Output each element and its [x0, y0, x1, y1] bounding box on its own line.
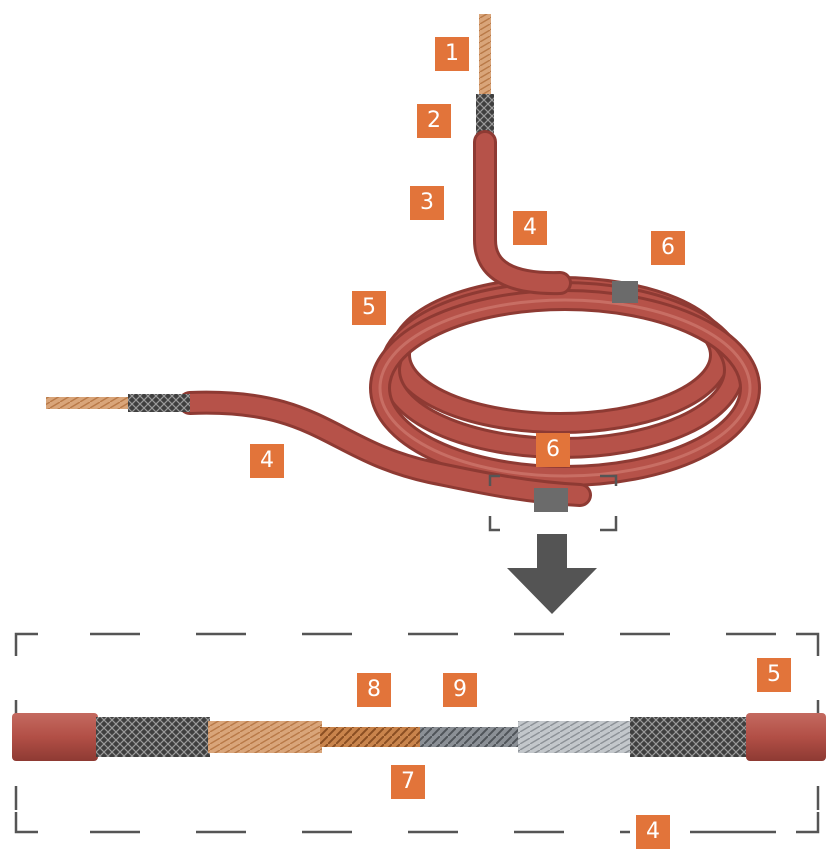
label-badge-2: 2	[417, 104, 451, 138]
label-badge-1: 1	[435, 37, 469, 71]
label-badge-5-detail: 5	[757, 658, 791, 692]
detail-steel-twist	[420, 727, 520, 747]
detail-copper-twist	[320, 727, 420, 747]
label-badge-4-detail: 4	[636, 815, 670, 849]
detail-cable	[12, 713, 826, 761]
detail-braid-right	[630, 717, 748, 757]
label-badge-8: 8	[357, 673, 391, 707]
label-badge-9: 9	[443, 673, 477, 707]
label-badge-6-top: 6	[651, 231, 685, 265]
label-badge-6-front: 6	[536, 433, 570, 467]
detail-jacket-left	[12, 713, 98, 761]
label-badge-7: 7	[391, 765, 425, 799]
label-badge-4-tail: 4	[250, 444, 284, 478]
splice-sleeve-top	[612, 281, 638, 303]
detail-jacket-right	[746, 713, 826, 761]
left-lead-copper	[46, 397, 128, 409]
label-badge-5-coil: 5	[352, 291, 386, 325]
down-arrow	[507, 534, 597, 614]
detail-copper-conductor	[208, 721, 322, 753]
top-lead-copper	[479, 14, 491, 94]
detail-braid-left	[96, 717, 210, 757]
label-badge-4-riser: 4	[513, 211, 547, 245]
label-badge-3: 3	[410, 186, 444, 220]
detail-steel-conductor	[518, 721, 632, 753]
left-lead-braid	[128, 394, 190, 412]
splice-sleeve-front	[534, 488, 568, 512]
